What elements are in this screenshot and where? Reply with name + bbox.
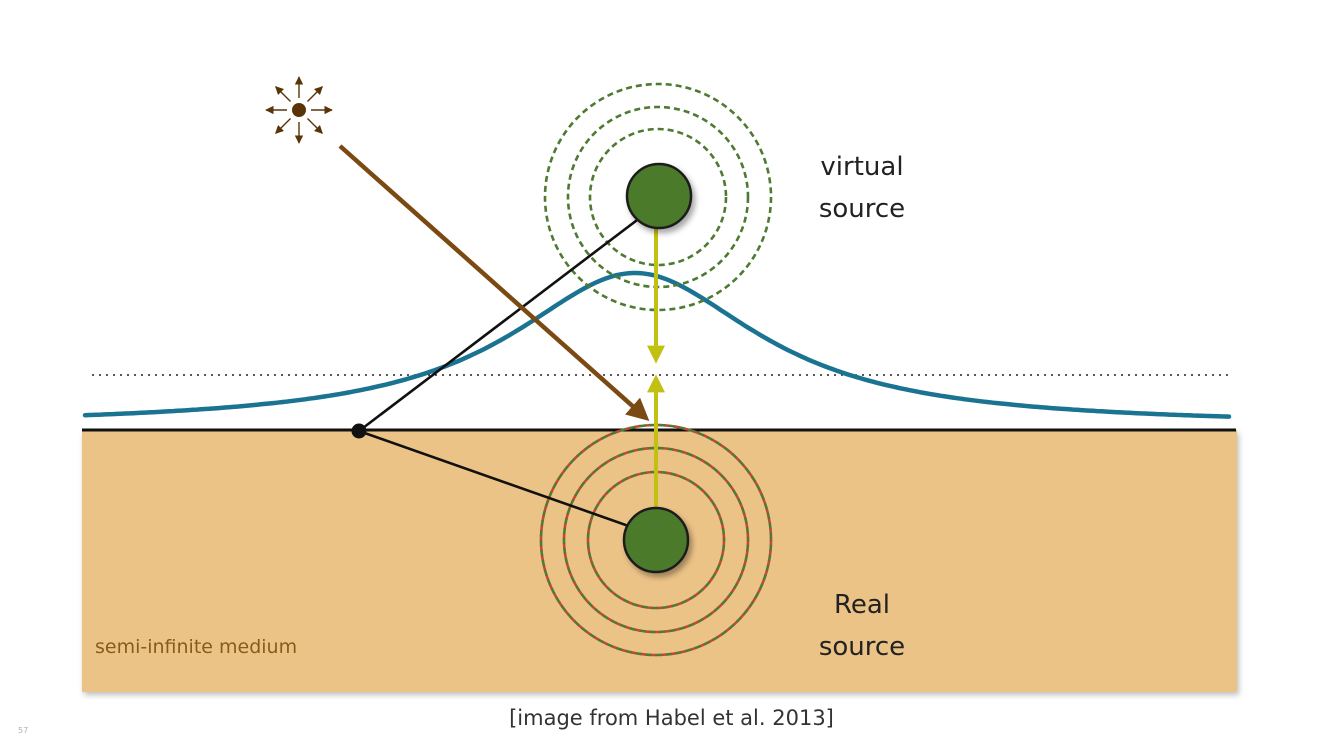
real-source-label-line2: source [818, 632, 906, 662]
medium-label: semi-infinite medium [95, 636, 298, 658]
image-caption: [image from Habel et al. 2013] [509, 706, 834, 730]
virtual-source-label-line2: source [818, 194, 906, 224]
real-source [622, 506, 690, 574]
surface-point [351, 423, 367, 439]
virtual-source-label-line1: virtual [820, 152, 904, 182]
virtual-source [625, 162, 693, 230]
light-ray-icon [275, 86, 292, 103]
light-ray-icon [306, 117, 323, 134]
path-to-virtual-source [358, 212, 646, 433]
virtual-source-label: virtual source [792, 146, 932, 230]
light-ray-icon [275, 117, 292, 134]
real-source-label: Real source [792, 584, 932, 668]
path-to-real-source [358, 429, 641, 532]
incident-ray-arrow [338, 144, 650, 421]
real-source-label-line1: Real [833, 590, 891, 620]
page-number: 57 [18, 726, 29, 735]
point-light-source-icon [265, 76, 333, 144]
light-ray-icon [306, 86, 323, 103]
